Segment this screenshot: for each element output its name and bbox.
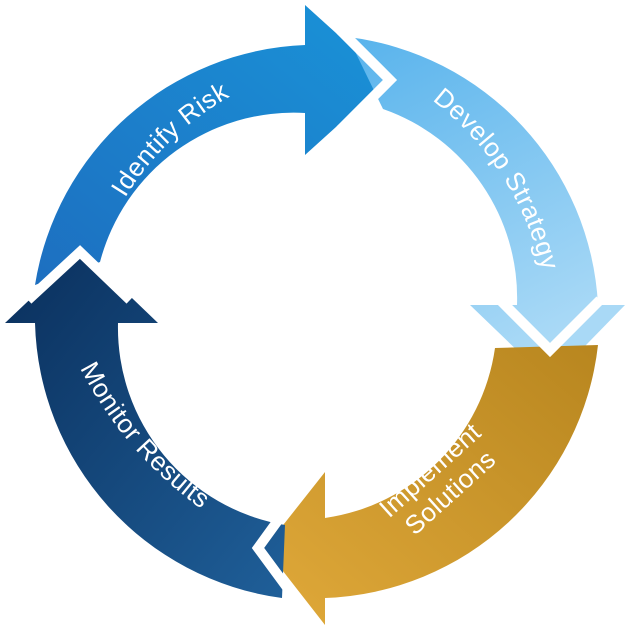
- separator-left: [24, 245, 134, 304]
- segment-monitor-results: [5, 250, 285, 598]
- segment-develop-strategy: [348, 37, 625, 382]
- separator-bottom: [251, 487, 305, 608]
- segment-identify-risk: [35, 5, 388, 285]
- separator-right: [496, 296, 604, 358]
- segment-implement-solutions: [265, 345, 598, 625]
- separator-top: [336, 26, 398, 134]
